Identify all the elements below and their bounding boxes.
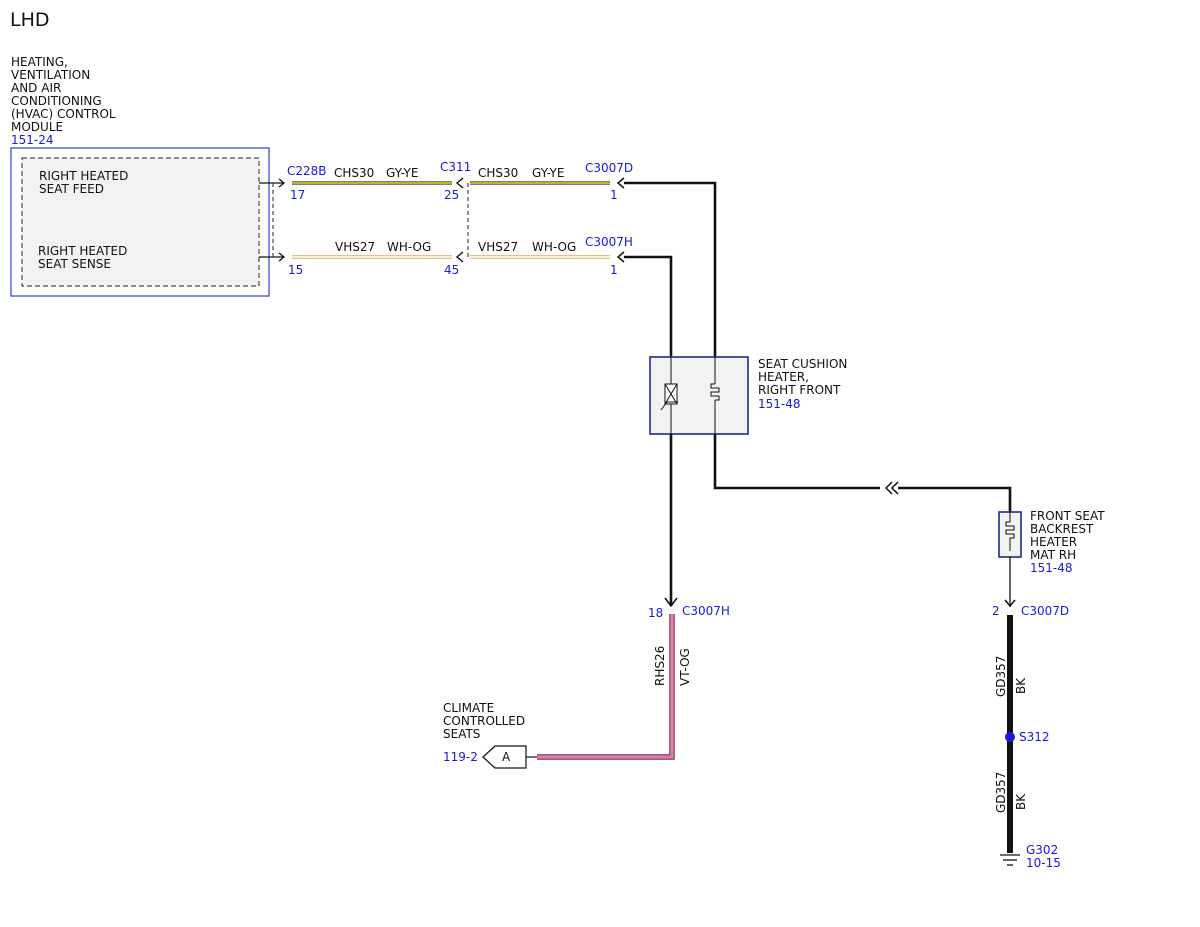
sense-left-color: WH-OG bbox=[387, 240, 431, 254]
thermistor-icon-slash bbox=[660, 401, 678, 411]
wire-feed-to-heater[interactable] bbox=[624, 181, 717, 357]
feed-right-color: GY-YE bbox=[532, 166, 564, 180]
backrest-name-line-4: MAT RH bbox=[1030, 548, 1076, 562]
wire-rhs26-outline bbox=[537, 614, 675, 760]
ground-lower-color: BK bbox=[1014, 793, 1028, 810]
hvac-name-line-4: CONDITIONING bbox=[11, 94, 102, 108]
ground-upper-color: BK bbox=[1014, 677, 1028, 694]
c311-feed-chevron bbox=[455, 177, 464, 189]
c3007d-bottom-chevron bbox=[1004, 599, 1016, 608]
climate-seats-line-2: CONTROLLED bbox=[443, 714, 525, 728]
wire-heater-to-backrest[interactable] bbox=[713, 434, 1012, 512]
backrest-name-line-1: FRONT SEAT bbox=[1030, 509, 1105, 523]
c3007h-top-chevron bbox=[616, 251, 625, 263]
climate-seats-ref[interactable]: 119-2 bbox=[443, 750, 478, 764]
c311-pin-sense: 45 bbox=[444, 263, 459, 277]
c3007d-bottom-pin: 2 bbox=[992, 604, 1000, 618]
offpage-connector-letter: A bbox=[502, 750, 511, 764]
c3007h-bottom-chevron bbox=[664, 597, 678, 608]
sense-label-line-2: SEAT SENSE bbox=[38, 257, 111, 271]
sense-right-color: WH-OG bbox=[532, 240, 576, 254]
climate-seats-line-1: CLIMATE bbox=[443, 701, 494, 715]
inline-connector-chevron-a bbox=[884, 481, 893, 495]
ground-ref[interactable]: 10-15 bbox=[1026, 856, 1061, 870]
ground-upper-circuit: GD357 bbox=[994, 656, 1008, 697]
wire-rhs26[interactable] bbox=[537, 614, 674, 759]
c3007h-top-label[interactable]: C3007H bbox=[585, 235, 633, 249]
seat-cushion-heater-box[interactable] bbox=[649, 356, 749, 435]
ground-label[interactable]: G302 bbox=[1026, 843, 1058, 857]
backrest-heating-element-icon bbox=[1005, 518, 1015, 551]
rhs-circuit: RHS26 bbox=[653, 646, 667, 686]
sense-left-circuit: VHS27 bbox=[335, 240, 375, 254]
backrest-name-line-3: HEATER bbox=[1030, 535, 1077, 549]
splice-label[interactable]: S312 bbox=[1019, 730, 1050, 744]
inline-connector-chevron-b bbox=[890, 481, 899, 495]
feed-left-circuit: CHS30 bbox=[334, 166, 374, 180]
thermistor-icon-cross-b bbox=[664, 383, 678, 405]
wire-sense-to-heater[interactable] bbox=[624, 255, 673, 357]
hvac-module-inner bbox=[21, 157, 260, 287]
feed-label-line-2: SEAT FEED bbox=[39, 182, 104, 196]
hvac-module-outline bbox=[10, 147, 270, 297]
c3007d-top-pin: 1 bbox=[610, 188, 618, 202]
hvac-name-line-5: (HVAC) CONTROL bbox=[11, 107, 116, 121]
hvac-name-line-3: AND AIR bbox=[11, 81, 61, 95]
seat-heater-ref[interactable]: 151-48 bbox=[758, 397, 801, 411]
rhs-color: VT-OG bbox=[678, 648, 692, 686]
sense-right-circuit: VHS27 bbox=[478, 240, 518, 254]
feed-stub-arrow bbox=[278, 178, 286, 188]
c3007d-top-label[interactable]: C3007D bbox=[585, 161, 633, 175]
c228b-pin-sense: 15 bbox=[288, 263, 303, 277]
c3007h-top-pin: 1 bbox=[610, 263, 618, 277]
c311-sense-chevron bbox=[455, 251, 464, 263]
ground-lower-circuit: GD357 bbox=[994, 772, 1008, 813]
c228b-label[interactable]: C228B bbox=[287, 164, 327, 178]
hvac-name-line-2: VENTILATION bbox=[11, 68, 90, 82]
c311-pin-feed: 25 bbox=[444, 188, 459, 202]
feed-label-line-1: RIGHT HEATED bbox=[39, 169, 128, 183]
ground-icon bbox=[1000, 854, 1020, 866]
sense-label-line-1: RIGHT HEATED bbox=[38, 244, 127, 258]
page-title: LHD bbox=[10, 9, 50, 31]
hvac-name-line-6: MODULE bbox=[11, 120, 63, 134]
c3007d-bottom-label[interactable]: C3007D bbox=[1021, 604, 1069, 618]
c3007h-bottom-label[interactable]: C3007H bbox=[682, 604, 730, 618]
hvac-name-line-1: HEATING, bbox=[11, 55, 68, 69]
seat-heater-name-line-3: RIGHT FRONT bbox=[758, 383, 841, 397]
c3007h-bottom-pin: 18 bbox=[648, 606, 663, 620]
inline-connector-gap bbox=[880, 481, 898, 495]
hvac-module-name: HEATING, VENTILATION AND AIR CONDITIONIN… bbox=[11, 55, 116, 147]
hvac-module-ref[interactable]: 151-24 bbox=[11, 133, 54, 147]
climate-seats-line-3: SEATS bbox=[443, 727, 480, 741]
backrest-ref[interactable]: 151-48 bbox=[1030, 561, 1073, 575]
backrest-name-line-2: BACKREST bbox=[1030, 522, 1094, 536]
splice-dot[interactable] bbox=[1005, 732, 1015, 742]
sense-stub-arrow bbox=[278, 252, 286, 262]
heating-element-icon bbox=[710, 383, 720, 401]
feed-left-color: GY-YE bbox=[386, 166, 418, 180]
c311-label[interactable]: C311 bbox=[440, 160, 471, 174]
seat-heater-name-line-1: SEAT CUSHION bbox=[758, 357, 847, 371]
seat-heater-name-line-2: HEATER, bbox=[758, 370, 809, 384]
c3007d-top-chevron bbox=[616, 177, 625, 189]
c228b-pin-feed: 17 bbox=[290, 188, 305, 202]
feed-right-circuit: CHS30 bbox=[478, 166, 518, 180]
